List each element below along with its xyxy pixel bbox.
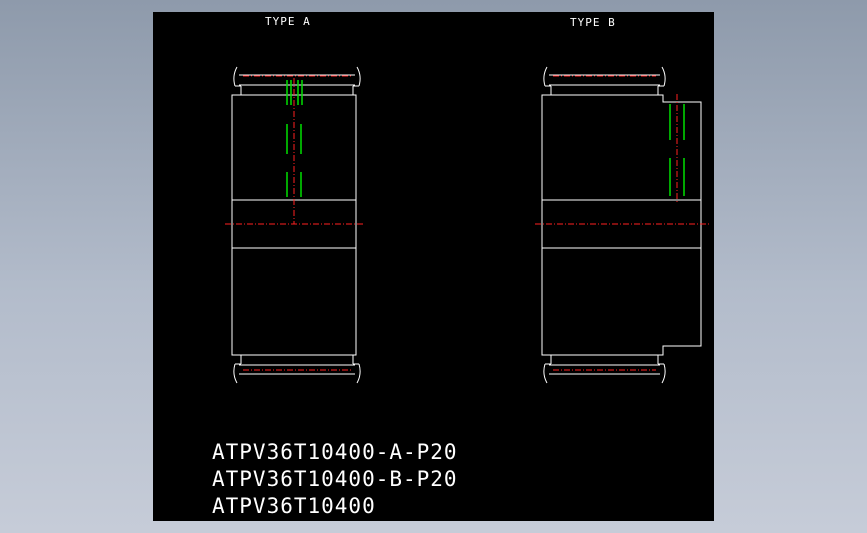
hidden-lines-type-b: [669, 104, 685, 196]
pulley-type-b: [541, 66, 702, 384]
part-number-a: ATPV36T10400-A-P20: [212, 440, 458, 464]
part-number-list: ATPV36T10400-A-P20 ATPV36T10400-B-P20 AT…: [212, 439, 458, 520]
part-number-base: ATPV36T10400: [212, 494, 376, 518]
pulley-type-a: [231, 66, 361, 384]
centerlines-type-a: [225, 75, 365, 371]
cad-drawing: TYPE A: [225, 15, 709, 384]
cad-viewport[interactable]: TYPE A: [153, 12, 714, 521]
centerlines-type-b: [535, 75, 709, 371]
hidden-lines-type-a: [286, 80, 303, 197]
type-a-label: TYPE A: [265, 15, 311, 28]
type-b-label: TYPE B: [570, 16, 616, 29]
part-number-b: ATPV36T10400-B-P20: [212, 467, 458, 491]
